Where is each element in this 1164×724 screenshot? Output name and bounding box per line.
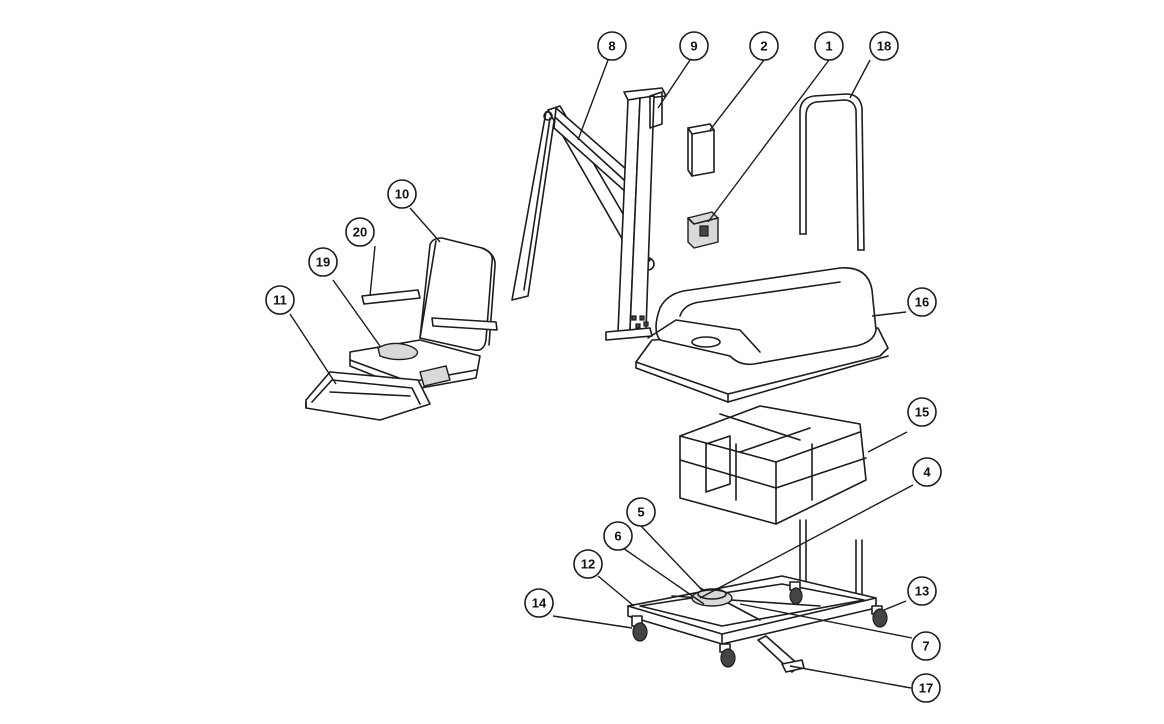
- callout-8-label: 8: [608, 39, 615, 54]
- housing-cover: [635, 267, 889, 403]
- callout-7-label: 7: [922, 639, 929, 654]
- callout-20-label: 20: [353, 225, 367, 240]
- callout-18: 18: [869, 31, 899, 61]
- callout-13: 13: [907, 576, 937, 606]
- seat-assembly: [305, 237, 498, 421]
- part-1-battery: [687, 211, 719, 249]
- callout-15-label: 15: [915, 405, 929, 420]
- callout-14: 14: [524, 588, 554, 618]
- base-cart: [627, 519, 888, 673]
- callout-15: 15: [907, 397, 937, 427]
- callout-7: 7: [911, 631, 941, 661]
- callout-4-label: 4: [923, 465, 931, 480]
- callout-6: 6: [603, 521, 633, 551]
- callout-4: 4: [912, 457, 942, 487]
- callout-6-label: 6: [614, 529, 621, 544]
- callout-1: 1: [814, 31, 844, 61]
- callout-17-label: 17: [919, 681, 933, 696]
- callout-12: 12: [573, 549, 603, 579]
- callout-11-label: 11: [273, 293, 287, 308]
- callout-9-label: 9: [690, 39, 697, 54]
- callout-10: 10: [387, 179, 417, 209]
- callout-19-label: 19: [316, 255, 330, 270]
- callout-12-label: 12: [581, 557, 595, 572]
- part-2-control-box: [687, 123, 715, 177]
- grab-rail: [799, 93, 865, 251]
- callout-14-label: 14: [532, 596, 547, 611]
- callout-16-label: 16: [915, 295, 929, 310]
- callout-10-label: 10: [395, 187, 409, 202]
- caster-wheels: [631, 581, 888, 668]
- callout-2-label: 2: [760, 39, 767, 54]
- callout-16: 16: [907, 287, 937, 317]
- callout-5-label: 5: [637, 505, 644, 520]
- callout-17: 17: [911, 673, 941, 703]
- callout-9: 9: [679, 31, 709, 61]
- callout-19: 19: [308, 247, 338, 277]
- battery-blocks: [679, 405, 867, 525]
- callout-1-label: 1: [825, 39, 832, 54]
- callout-2: 2: [749, 31, 779, 61]
- callout-8: 8: [597, 31, 627, 61]
- leader-lines: [289, 59, 914, 689]
- callout-20: 20: [345, 217, 375, 247]
- callout-11: 11: [265, 285, 295, 315]
- callout-5: 5: [626, 497, 656, 527]
- callout-13-label: 13: [915, 584, 929, 599]
- mast: [605, 87, 667, 341]
- callout-18-label: 18: [877, 39, 891, 54]
